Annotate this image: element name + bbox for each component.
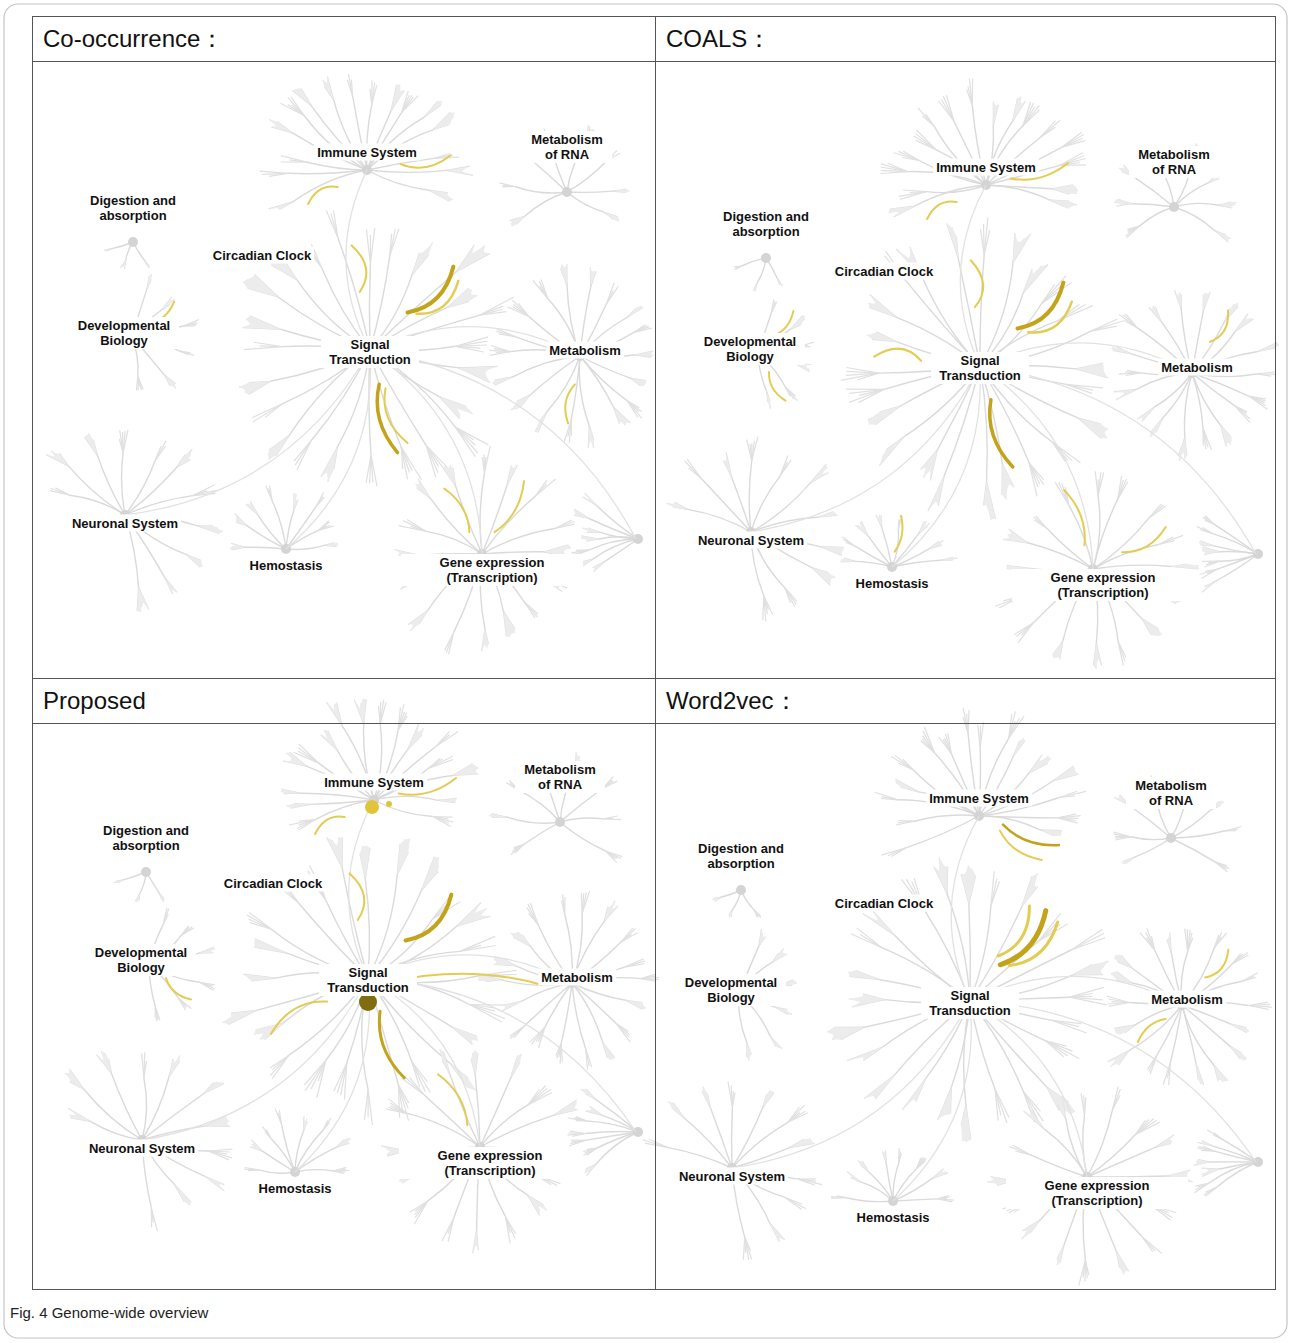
pathway-label: Hemostasis bbox=[853, 575, 932, 592]
pathway-label: Digestion and absorption bbox=[84, 822, 208, 854]
cross-links bbox=[125, 170, 1256, 1201]
pathway-label: Neuronal System bbox=[86, 1140, 198, 1157]
pathway-label: Circadian Clock bbox=[221, 875, 325, 892]
pathway-label: Metabolism of RNA bbox=[522, 131, 612, 163]
pathway-label: Signal Transduction bbox=[931, 352, 1029, 384]
pathway-label: Digestion and absorption bbox=[71, 192, 195, 224]
pathway-label: Metabolism of RNA bbox=[515, 761, 605, 793]
pathway-label: Signal Transduction bbox=[921, 987, 1019, 1019]
pathway-label: Hemostasis bbox=[247, 557, 326, 574]
pathway-label: Circadian Clock bbox=[832, 263, 936, 280]
pathway-label: Immune System bbox=[926, 790, 1032, 807]
pathway-label: Gene expression (Transcription) bbox=[1012, 569, 1194, 601]
pathway-label: Gene expression (Transcription) bbox=[401, 554, 583, 586]
pathway-label: Metabolism of RNA bbox=[1129, 146, 1219, 178]
figure-caption: Fig. 4 Genome-wide overview bbox=[10, 1304, 208, 1321]
enrichment-dot bbox=[365, 800, 379, 814]
highlight-paths bbox=[149, 155, 1228, 1125]
panel-title: COALS： bbox=[656, 17, 1275, 62]
pathway-label: Metabolism bbox=[538, 969, 616, 986]
figure-frame bbox=[4, 4, 1287, 1338]
enrichment-dot bbox=[386, 801, 392, 807]
pathway-label: Circadian Clock bbox=[210, 247, 314, 264]
pathway-label: Metabolism bbox=[1148, 991, 1226, 1008]
pathway-label: Hemostasis bbox=[854, 1209, 933, 1226]
panel-title: Co-occurrence： bbox=[33, 17, 655, 62]
pathway-label: Immune System bbox=[314, 144, 420, 161]
pathway-label: Gene expression (Transcription) bbox=[1006, 1177, 1188, 1209]
pathway-label: Immune System bbox=[321, 774, 427, 791]
pathway-label: Developmental Biology bbox=[695, 333, 805, 365]
pathway-label: Metabolism of RNA bbox=[1126, 777, 1216, 809]
pathway-label: Neuronal System bbox=[69, 515, 181, 532]
pathway-label: Signal Transduction bbox=[319, 964, 417, 996]
pathway-label: Hemostasis bbox=[256, 1180, 335, 1197]
pathway-label: Digestion and absorption bbox=[679, 840, 803, 872]
pathway-label: Neuronal System bbox=[695, 532, 807, 549]
panel-title: Word2vec： bbox=[656, 679, 1275, 724]
panel-title: Proposed bbox=[33, 679, 655, 724]
pathway-label: Developmental Biology bbox=[86, 944, 196, 976]
pathway-label: Circadian Clock bbox=[832, 895, 936, 912]
pathway-label: Immune System bbox=[933, 159, 1039, 176]
pathway-label: Signal Transduction bbox=[321, 336, 419, 368]
pathway-label: Developmental Biology bbox=[69, 317, 179, 349]
pathway-label: Metabolism bbox=[546, 342, 624, 359]
pathway-label: Metabolism bbox=[1158, 359, 1236, 376]
pathway-label: Digestion and absorption bbox=[704, 208, 828, 240]
pathway-trees bbox=[46, 74, 1279, 1286]
pathway-label: Developmental Biology bbox=[676, 974, 786, 1006]
pathway-label: Gene expression (Transcription) bbox=[399, 1147, 581, 1179]
pathway-label: Neuronal System bbox=[676, 1168, 788, 1185]
